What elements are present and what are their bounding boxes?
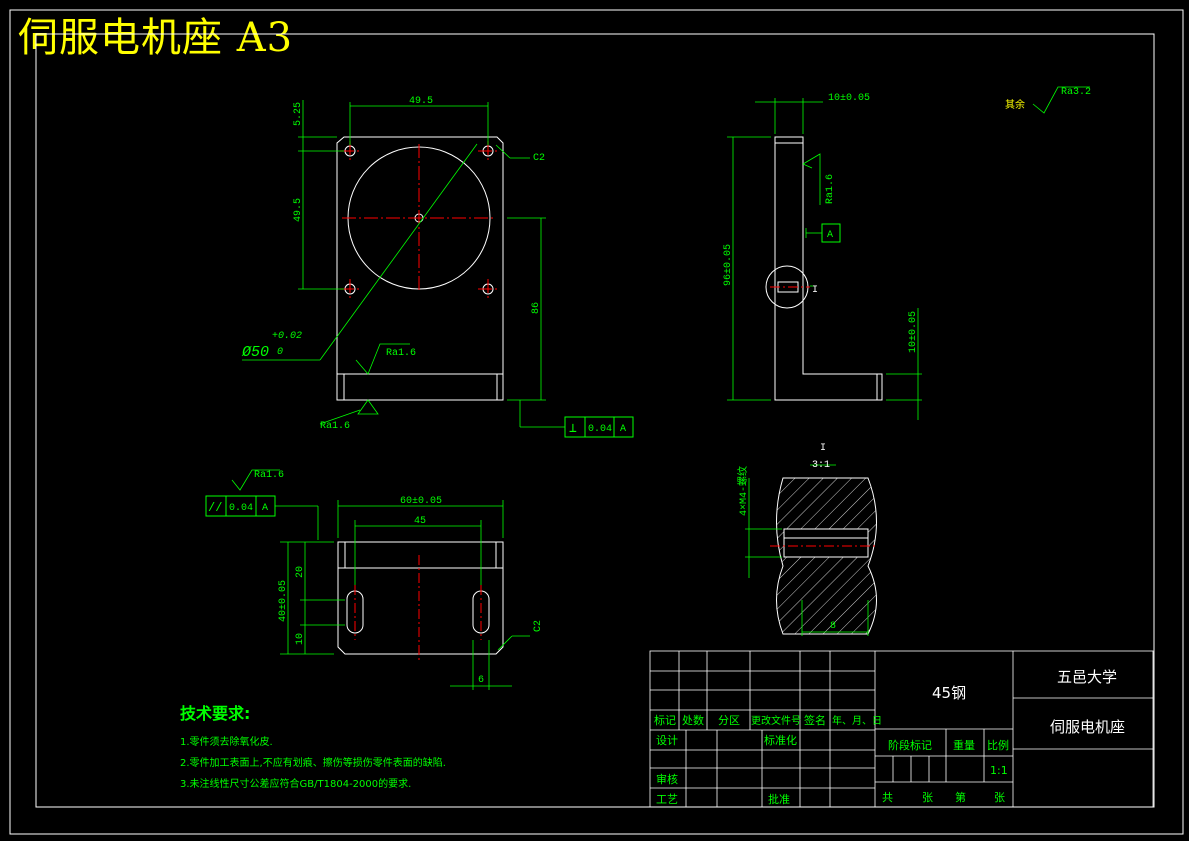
header-zone: 分区 (718, 714, 740, 727)
title-block-lines (649, 650, 1154, 808)
header-change-doc: 更改文件号 (751, 716, 801, 727)
dim-20: 20 (295, 566, 306, 578)
roughness-rest-label: 其余 (1005, 98, 1025, 112)
weight-label: 重量 (953, 739, 975, 752)
material: 45钢 (932, 684, 967, 702)
dim-45: 45 (414, 516, 426, 527)
roughness-ra1.6-bottom: Ra1.6 (320, 421, 350, 432)
outer-border (9, 9, 1184, 835)
front-view: 49.5 5.25 49.5 86 Ø50 +0.02 0 C2 Ra1.6 R… (241, 96, 634, 438)
sheet-no-label: 第 (955, 791, 966, 804)
svg-text:⊥: ⊥ (569, 421, 577, 436)
roughness-rest-value: Ra3.2 (1061, 87, 1091, 98)
detail-marker-I: I (812, 285, 818, 296)
tech-item-1: 1.零件须去除氧化皮. (180, 737, 273, 748)
dim-86: 86 (531, 302, 542, 314)
header-mark: 标记 (654, 714, 676, 727)
detail-view: I 3:1 4×M4-螺纹 8 (736, 443, 878, 636)
process-label: 工艺 (656, 793, 678, 806)
dim-diameter-tol-lower: 0 (277, 347, 283, 358)
svg-text:0.04: 0.04 (588, 424, 612, 435)
side-outline (774, 136, 883, 401)
dim-diameter: Ø50 (241, 344, 269, 361)
design-label: 设计 (656, 734, 678, 747)
header-date: 年、月、日 (832, 716, 882, 727)
detail-label: I (820, 443, 826, 454)
dim-60: 60±0.05 (400, 496, 442, 507)
thread-label: 4×M4-螺纹 (736, 466, 750, 516)
school-name: 五邑大学 (1057, 668, 1118, 686)
dim-6: 6 (478, 675, 484, 686)
sheet-total-label: 共 (882, 791, 893, 804)
review-label: 审核 (656, 773, 678, 786)
side-view: A 10±0.05 96±0.05 10±0.05 Ra1.6 I 其余 Ra3… (723, 86, 1091, 420)
dim-diameter-tol-upper: +0.02 (272, 331, 302, 342)
drawing-title: 伺服电机座 A3 (18, 15, 294, 61)
tech-heading: 技术要求: (180, 704, 251, 723)
dim-10-top: 10±0.05 (828, 93, 870, 104)
datum-A: A (827, 230, 833, 241)
dim-49.5-top: 49.5 (409, 96, 433, 107)
sheet-unit-2: 张 (994, 791, 1005, 804)
header-sign: 签名 (804, 714, 826, 727)
datum-A-box (821, 223, 841, 243)
dim-49.5-vertical: 49.5 (293, 198, 304, 222)
svg-text:A: A (262, 503, 268, 514)
standardize-label: 标准化 (764, 734, 797, 747)
tech-item-3: 3.未注线性尺寸公差应符合GB/T1804-2000的要求. (180, 779, 412, 790)
svg-text://: // (208, 501, 222, 515)
bottom-outline (337, 541, 504, 655)
dim-10: 10 (295, 633, 306, 645)
fcf-perpendicularity: ⊥ 0.04 A (564, 416, 634, 438)
dim-96: 96±0.05 (723, 244, 734, 286)
tech-requirements: 技术要求: 1.零件须去除氧化皮. 2.零件加工表面上,不应有划痕、擦伤等损伤零… (180, 700, 446, 795)
detail-scale: 3:1 (812, 460, 830, 471)
fcf-parallelism: // 0.04 A (205, 495, 276, 517)
dim-8: 8 (830, 621, 836, 632)
svg-text:A: A (620, 424, 626, 435)
chamfer-c2-bottom: C2 (533, 620, 544, 632)
bottom-view: 60±0.05 45 40±0.05 20 10 6 C2 Ra1.6 // 0… (205, 469, 544, 690)
roughness-ra1.6-side: Ra1.6 (825, 174, 836, 204)
sheet-unit-1: 张 (922, 791, 933, 804)
roughness-ra1.6-front: Ra1.6 (386, 348, 416, 359)
scale-value: 1:1 (990, 764, 1008, 777)
approve-label: 批准 (768, 793, 790, 806)
svg-text:0.04: 0.04 (229, 503, 253, 514)
stage-mark-label: 阶段标记 (888, 739, 932, 752)
inner-border (35, 33, 1155, 808)
header-count: 处数 (682, 714, 704, 727)
part-name: 伺服电机座 (1050, 718, 1126, 736)
chamfer-c2-front: C2 (533, 153, 545, 164)
front-outline (336, 136, 504, 401)
roughness-ra1.6-bottom-view: Ra1.6 (254, 470, 284, 481)
dim-40: 40±0.05 (278, 580, 289, 622)
tech-item-2: 2.零件加工表面上,不应有划痕、擦伤等损伤零件表面的缺陷. (180, 758, 446, 769)
scale-label: 比例 (987, 739, 1009, 752)
dim-10-base: 10±0.05 (908, 311, 919, 353)
dim-5.25: 5.25 (293, 102, 304, 126)
